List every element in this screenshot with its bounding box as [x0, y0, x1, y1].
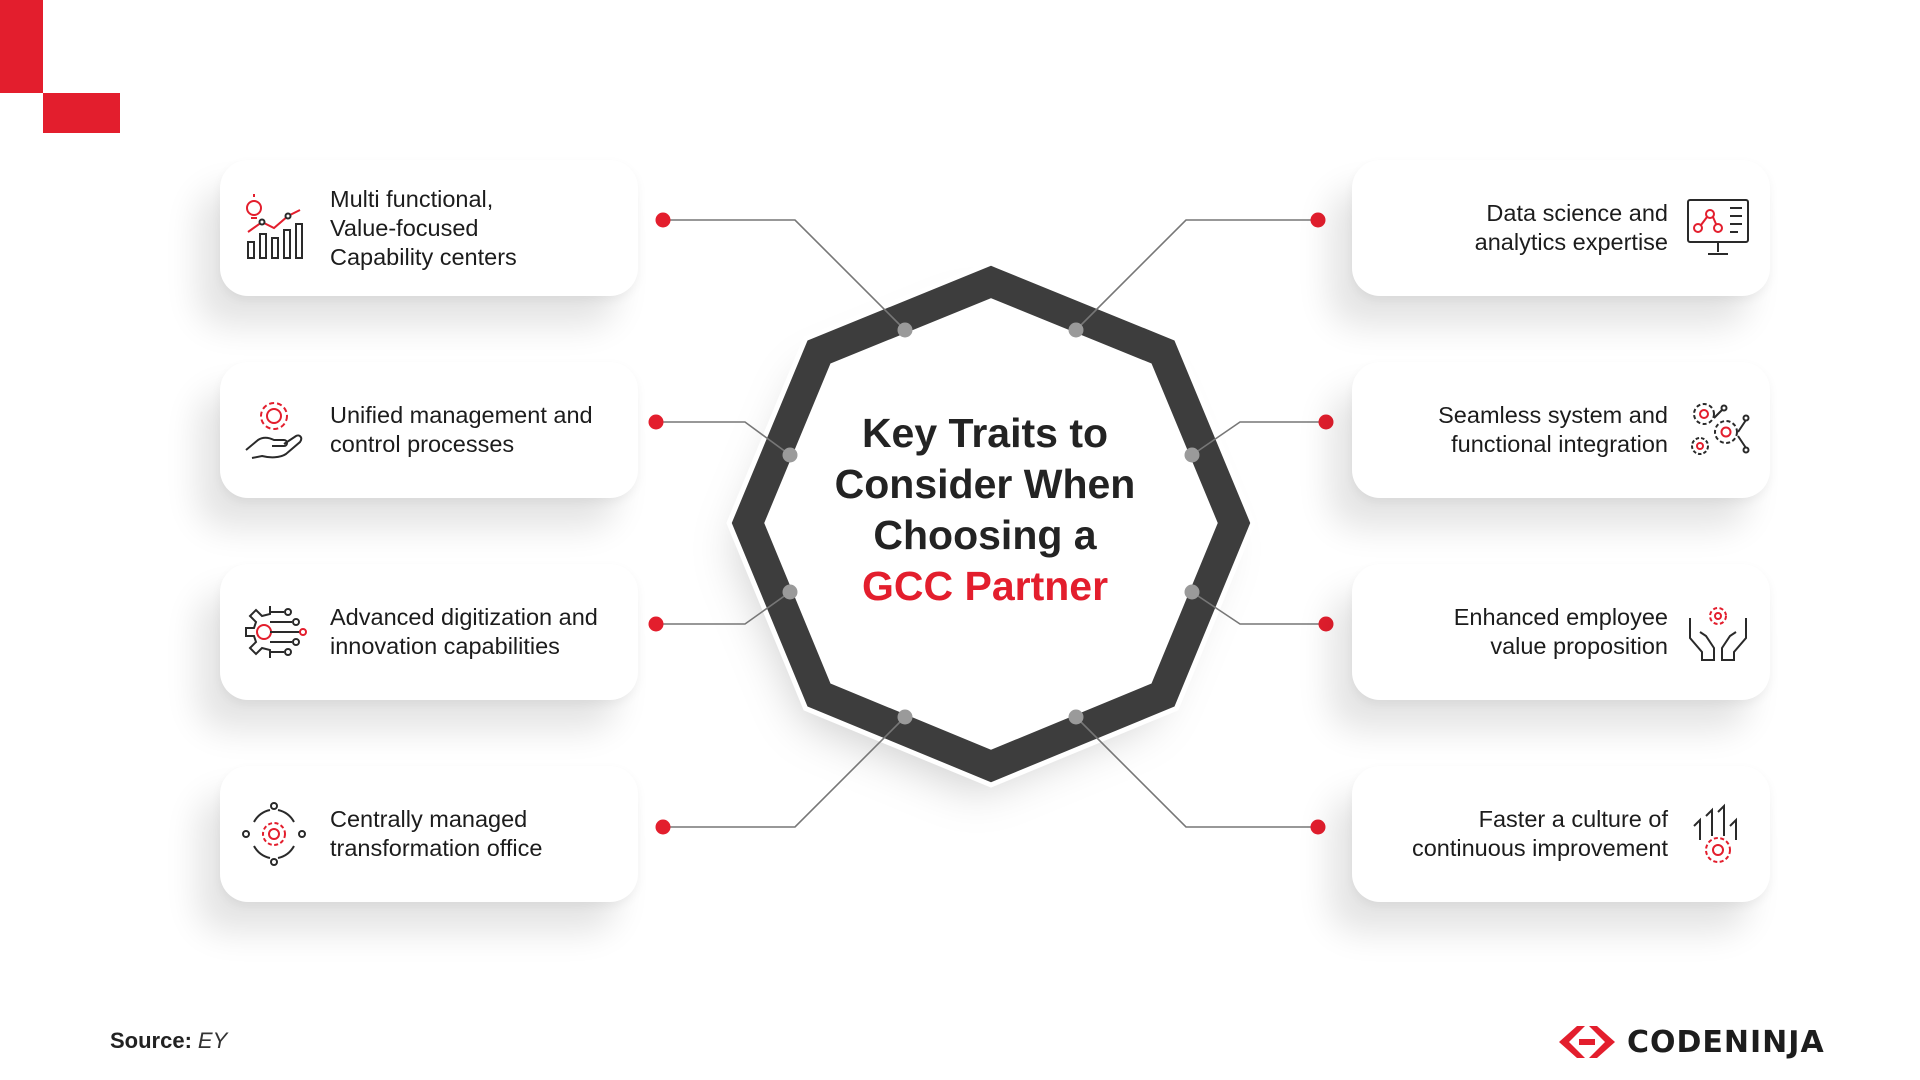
trait-text-line: continuous improvement: [1411, 835, 1668, 861]
ring-dot: [782, 584, 798, 600]
ring-junction-dots: [782, 322, 1200, 725]
connector-line: [656, 591, 791, 625]
hub-title-line: Consider When: [834, 461, 1136, 507]
trait-card-integration: Seamless system and functional integrati…: [1352, 362, 1770, 498]
endpoint-dot: [655, 819, 671, 835]
connector-line: [1191, 591, 1326, 625]
brand-logo: CODENINJA: [1555, 1022, 1825, 1062]
trait-text-line: control processes: [330, 431, 515, 457]
ring-dot: [1068, 322, 1084, 338]
trait-text-line: Capability centers: [330, 243, 517, 270]
corner-accent-block: [0, 0, 43, 93]
trait-text-line: innovation capabilities: [330, 633, 560, 659]
trait-text: Unified management and control processes: [330, 401, 593, 459]
trait-text-line: Value-focused: [330, 214, 479, 241]
trait-text-line: Enhanced employee: [1453, 604, 1668, 630]
endpoint-dot: [1318, 616, 1334, 632]
trait-text: Data science and analytics expertise: [1475, 199, 1668, 257]
hub-title-accent: GCC Partner: [861, 563, 1109, 609]
hands-gear-icon: [1684, 598, 1752, 666]
trait-text-line: Advanced digitization and: [330, 604, 598, 630]
connector-line: [1075, 716, 1318, 828]
hub-title-line: Choosing a: [873, 512, 1097, 558]
hub-title: Key Traits to Consider When Choosing a G…: [790, 408, 1180, 612]
trait-card-unified-management: Unified management and control processes: [220, 362, 638, 498]
trait-text: Centrally managed transformation office: [330, 805, 542, 863]
trait-card-transformation-office: Centrally managed transformation office: [220, 766, 638, 902]
source-label: Source:: [110, 1028, 192, 1053]
digital-gear-icon: [240, 598, 308, 666]
endpoint-dot: [1310, 819, 1326, 835]
brand-logo-text: CODENINJA: [1627, 1024, 1825, 1060]
connector-line: [663, 716, 906, 828]
connector-line: [1191, 421, 1326, 456]
endpoint-dot: [1318, 414, 1334, 430]
trait-text-line: value proposition: [1490, 633, 1668, 659]
trait-card-capability-centers: Multi functional, Value-focused Capabili…: [220, 160, 638, 296]
trait-card-continuous-improvement: Faster a culture of continuous improveme…: [1352, 766, 1770, 902]
hand-gear-icon: [240, 396, 308, 464]
endpoint-dot: [648, 414, 664, 430]
trait-text-line: Unified management and: [330, 402, 593, 428]
ring-dot: [782, 447, 798, 463]
ring-dot: [1068, 709, 1084, 725]
trait-text-line: Multi functional,: [330, 185, 494, 212]
trait-text-line: Centrally managed: [330, 806, 528, 832]
connector-lines: [656, 219, 1326, 828]
hub-title-line: Key Traits to: [861, 410, 1109, 456]
source-note: Source:EY: [110, 1028, 227, 1054]
endpoint-dots: [648, 212, 1334, 835]
trait-text-line: transformation office: [330, 835, 543, 861]
trait-text-line: Seamless system and: [1438, 402, 1668, 428]
trait-text: Enhanced employee value proposition: [1454, 603, 1668, 661]
ring-dot: [1184, 584, 1200, 600]
endpoint-dot: [1310, 212, 1326, 228]
trait-text-line: Faster a culture of: [1478, 806, 1668, 832]
trait-text-line: Data science and: [1486, 200, 1668, 226]
ring-dot: [897, 322, 913, 338]
corner-accent-block: [43, 93, 120, 133]
brand-mark-icon: [1559, 1026, 1615, 1058]
endpoint-dot: [655, 212, 671, 228]
trait-text: Multi functional, Value-focused Capabili…: [330, 185, 517, 272]
ring-dot: [897, 709, 913, 725]
trait-card-employee-value: Enhanced employee value proposition: [1352, 564, 1770, 700]
gear-cycle-icon: [240, 800, 308, 868]
trait-text: Faster a culture of continuous improveme…: [1412, 805, 1668, 863]
trait-text-line: analytics expertise: [1474, 229, 1668, 255]
source-value: EY: [197, 1028, 228, 1053]
trait-card-digitization: Advanced digitization and innovation cap…: [220, 564, 638, 700]
hub-octagon: [748, 282, 1234, 766]
gears-network-icon: [1684, 396, 1752, 464]
endpoint-dot: [648, 616, 664, 632]
hub-ring: [731, 265, 1251, 783]
connector-line: [656, 421, 791, 456]
ring-dot: [1184, 447, 1200, 463]
trait-text: Seamless system and functional integrati…: [1438, 401, 1668, 459]
trait-text-line: functional integration: [1451, 431, 1668, 457]
connector-line: [663, 219, 906, 331]
bulb-chart-icon: [240, 194, 308, 262]
connector-line: [1075, 219, 1318, 331]
trait-text: Advanced digitization and innovation cap…: [330, 603, 598, 661]
trait-card-data-science: Data science and analytics expertise: [1352, 160, 1770, 296]
monitor-network-icon: [1684, 194, 1752, 262]
arrows-gear-icon: [1684, 800, 1752, 868]
